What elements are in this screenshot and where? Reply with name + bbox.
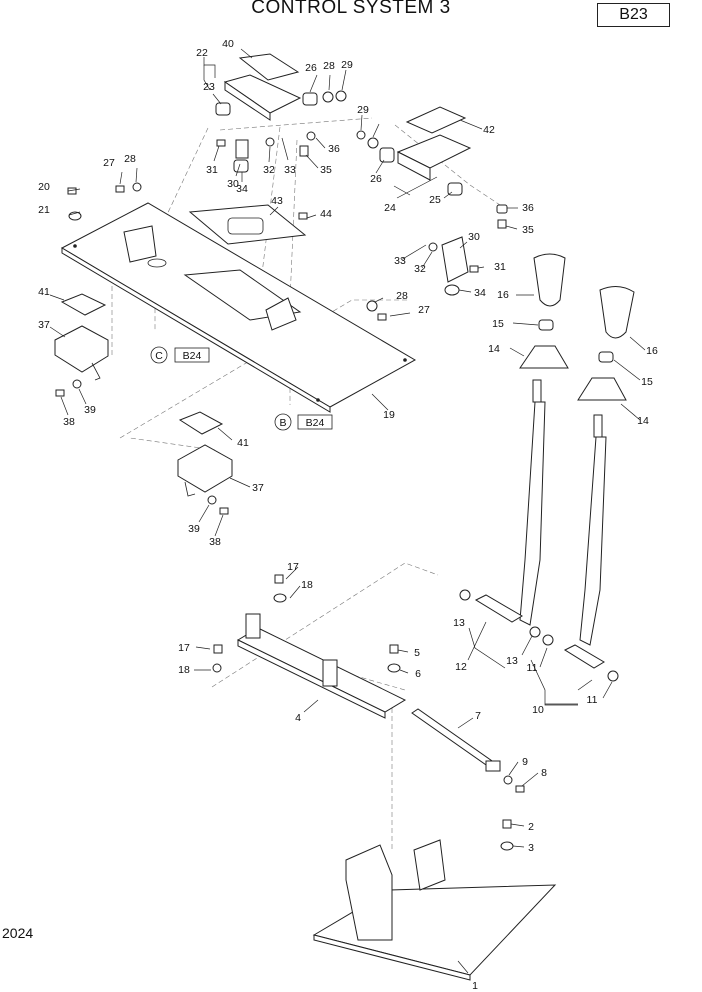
small-parts-upper: [67, 90, 463, 221]
callout-35b: 35: [522, 224, 534, 236]
ref-b: B B24: [274, 413, 333, 431]
ref-b-sheet: B24: [306, 417, 325, 429]
callout-labels: 1 2 3 4 5 6 7 8 9 10 11 11 12 13 13 14 1…: [38, 38, 658, 992]
callout-29a: 29: [341, 59, 353, 71]
bracket-4: [212, 574, 407, 719]
callout-21: 21: [38, 204, 50, 216]
callout-36b: 36: [522, 202, 534, 214]
callout-19: 19: [383, 409, 395, 421]
pad-42: [405, 106, 467, 134]
lever-knob-16-left: [519, 253, 569, 626]
callout-2: 2: [528, 821, 534, 833]
callout-39b: 39: [188, 523, 200, 535]
callout-24: 24: [384, 202, 396, 214]
leader-lines: [49, 48, 646, 974]
ref-c: C B24: [150, 346, 210, 364]
callout-6: 6: [415, 668, 421, 680]
callout-11a: 11: [527, 662, 538, 674]
callout-16b: 16: [646, 345, 658, 357]
callout-3: 3: [528, 842, 534, 854]
callout-40: 40: [222, 38, 234, 50]
callout-14b: 14: [637, 415, 649, 427]
callout-1: 1: [472, 980, 478, 992]
callout-41b: 41: [237, 437, 249, 449]
callout-26b: 26: [370, 173, 382, 185]
callout-18a: 18: [301, 579, 313, 591]
lever-knob-16-right: [577, 286, 635, 646]
callout-25: 25: [429, 194, 441, 206]
callout-32b: 32: [414, 263, 426, 275]
callout-18b: 18: [178, 664, 190, 676]
callout-20: 20: [38, 181, 50, 193]
callout-15a: 15: [492, 318, 504, 330]
ref-c-sheet: B24: [183, 350, 202, 362]
callout-31a: 31: [206, 164, 218, 176]
callout-9: 9: [522, 756, 528, 768]
callout-38b: 38: [209, 536, 221, 548]
callout-27b: 27: [418, 304, 430, 316]
ref-c-letter: C: [155, 350, 163, 362]
callout-4: 4: [295, 712, 301, 724]
cover-41-lower: [178, 411, 224, 435]
callout-41a: 41: [38, 286, 50, 298]
callout-28b: 28: [323, 60, 335, 72]
pad-40: [238, 53, 300, 81]
bracket-30-right: [366, 204, 508, 321]
callout-30b: 30: [468, 231, 480, 243]
callout-43: 43: [271, 195, 283, 207]
callout-22: 22: [196, 47, 208, 59]
callout-8: 8: [541, 767, 547, 779]
callout-11b: 11: [587, 694, 598, 706]
shaft-12: [459, 589, 541, 638]
callout-36a: 36: [328, 143, 340, 155]
callout-38a: 38: [63, 416, 75, 428]
callout-37a: 37: [38, 319, 50, 331]
callout-33b: 33: [394, 255, 406, 267]
console-24: [396, 134, 472, 181]
callout-31b: 31: [494, 261, 506, 273]
callout-34b: 34: [474, 287, 486, 299]
callout-16a: 16: [497, 289, 509, 301]
page-title: CONTROL SYSTEM 3: [251, 0, 451, 18]
cover-37-upper: [54, 325, 109, 381]
callout-12: 12: [455, 661, 467, 673]
callout-15b: 15: [641, 376, 653, 388]
callout-13b: 13: [506, 655, 518, 667]
page-number: 2024: [2, 925, 34, 941]
callout-23: 23: [203, 81, 215, 93]
console-22: [223, 74, 302, 121]
base-plate-1: [312, 819, 557, 981]
callout-28c: 28: [396, 290, 408, 302]
cover-41-upper: [60, 293, 107, 316]
callout-28a: 28: [124, 153, 136, 165]
small-parts-left: [55, 379, 229, 515]
callout-32a: 32: [263, 164, 275, 176]
page-code-box: B23: [597, 3, 670, 27]
callout-27a: 27: [103, 157, 115, 169]
callout-37b: 37: [252, 482, 264, 494]
callout-44: 44: [320, 208, 332, 220]
shaft-10: [542, 634, 619, 682]
callout-39a: 39: [84, 404, 96, 416]
callout-5: 5: [414, 647, 420, 659]
callout-35a: 35: [320, 164, 332, 176]
callout-17b: 17: [178, 642, 190, 654]
callout-34a: 34: [236, 183, 248, 195]
gasket-43: [188, 204, 307, 245]
callout-33a: 33: [284, 164, 296, 176]
cover-37-lower: [177, 444, 233, 497]
ref-b-letter: B: [279, 417, 286, 429]
callout-13a: 13: [453, 617, 465, 629]
callout-42: 42: [483, 124, 495, 136]
callout-14a: 14: [488, 343, 500, 355]
callout-17a: 17: [287, 561, 299, 573]
callout-30a: 30: [227, 178, 239, 190]
callout-29b: 29: [357, 104, 369, 116]
cover-plate-19: [60, 202, 417, 413]
callout-7: 7: [475, 710, 481, 722]
rod-7: [411, 708, 525, 793]
callout-26a: 26: [305, 62, 317, 74]
callout-10: 10: [532, 704, 544, 716]
